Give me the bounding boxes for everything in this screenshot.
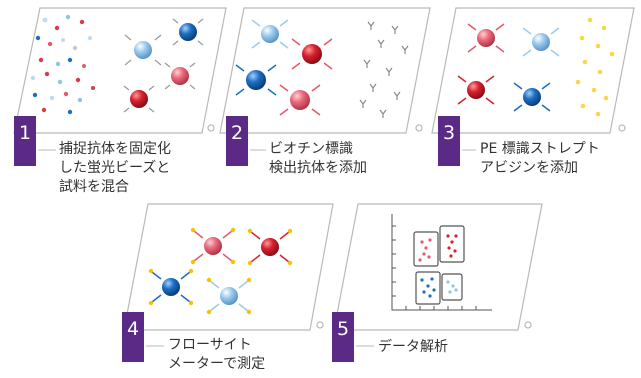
bead-blue-with-antibodies <box>235 64 277 96</box>
step-4-pin <box>316 321 324 329</box>
step-4-number: 4 <box>127 318 139 340</box>
step-3-tab <box>438 116 460 166</box>
cluster-red <box>446 234 458 258</box>
step-3-panel: 3 <box>431 7 635 166</box>
bead-blue-labeled <box>148 268 194 306</box>
step-2-number: 2 <box>231 122 243 144</box>
free-beads-scatter <box>30 14 95 115</box>
cluster-pink <box>418 238 432 262</box>
bead-blue-complex <box>513 82 551 112</box>
pe-streptavidin-dots <box>575 17 615 117</box>
bead-pink-labeled <box>190 227 236 265</box>
cluster-blue <box>420 277 436 298</box>
panel-5-frame <box>333 203 543 331</box>
step-3-pin <box>618 124 626 132</box>
step-3-caption: PE 標識ストレプト アビジンを添加 <box>480 141 600 176</box>
step-4-tab <box>122 312 144 362</box>
step-4-caption: フローサイト メーターで測定 <box>168 337 266 372</box>
bead-pink-complex <box>467 23 505 53</box>
bead-light-blue-with-antibodies <box>251 19 289 49</box>
step-2-pin <box>415 124 423 132</box>
step-1-panel: 1 <box>13 7 227 166</box>
biotin-detection-antibodies <box>359 21 409 118</box>
step-1-pin <box>207 124 215 132</box>
step-5-number: 5 <box>337 318 349 340</box>
bead-red-complex <box>457 75 495 105</box>
scatter-gates <box>413 225 465 305</box>
bead-red-with-antibodies <box>291 38 333 70</box>
step-1-caption: 捕捉抗体を固定化 した蛍光ビーズと 試料を混合 <box>59 141 171 195</box>
step-3-number: 3 <box>443 122 455 144</box>
bead-light-blue-labeled <box>206 277 252 315</box>
step-2-caption: ビオチン標識 検出抗体を添加 <box>269 141 367 176</box>
step-1-number: 1 <box>19 122 31 144</box>
step-4-panel: 4 <box>122 203 334 362</box>
panel-4-frame <box>123 203 334 331</box>
capture-bead-light-blue <box>124 34 162 66</box>
bead-light-blue-complex <box>522 27 560 57</box>
capture-bead-blue <box>172 18 204 46</box>
capture-bead-red <box>123 85 155 113</box>
step-1-tab <box>14 116 36 166</box>
step-5-panel: 5 <box>332 203 543 362</box>
cluster-light-blue <box>446 280 458 294</box>
panel-2-frame <box>219 7 431 134</box>
step-5-tab <box>332 312 354 362</box>
bead-pink-with-antibodies <box>279 84 321 116</box>
step-5-pin <box>524 321 532 329</box>
step-2-tab <box>226 116 248 166</box>
bead-red-labeled <box>247 228 293 266</box>
step-2-panel: 2 <box>219 7 431 166</box>
panel-1-frame <box>13 7 227 134</box>
scatter-plot-axes <box>391 214 492 311</box>
capture-bead-pink <box>164 62 196 90</box>
step-5-caption: データ解析 <box>378 339 448 355</box>
